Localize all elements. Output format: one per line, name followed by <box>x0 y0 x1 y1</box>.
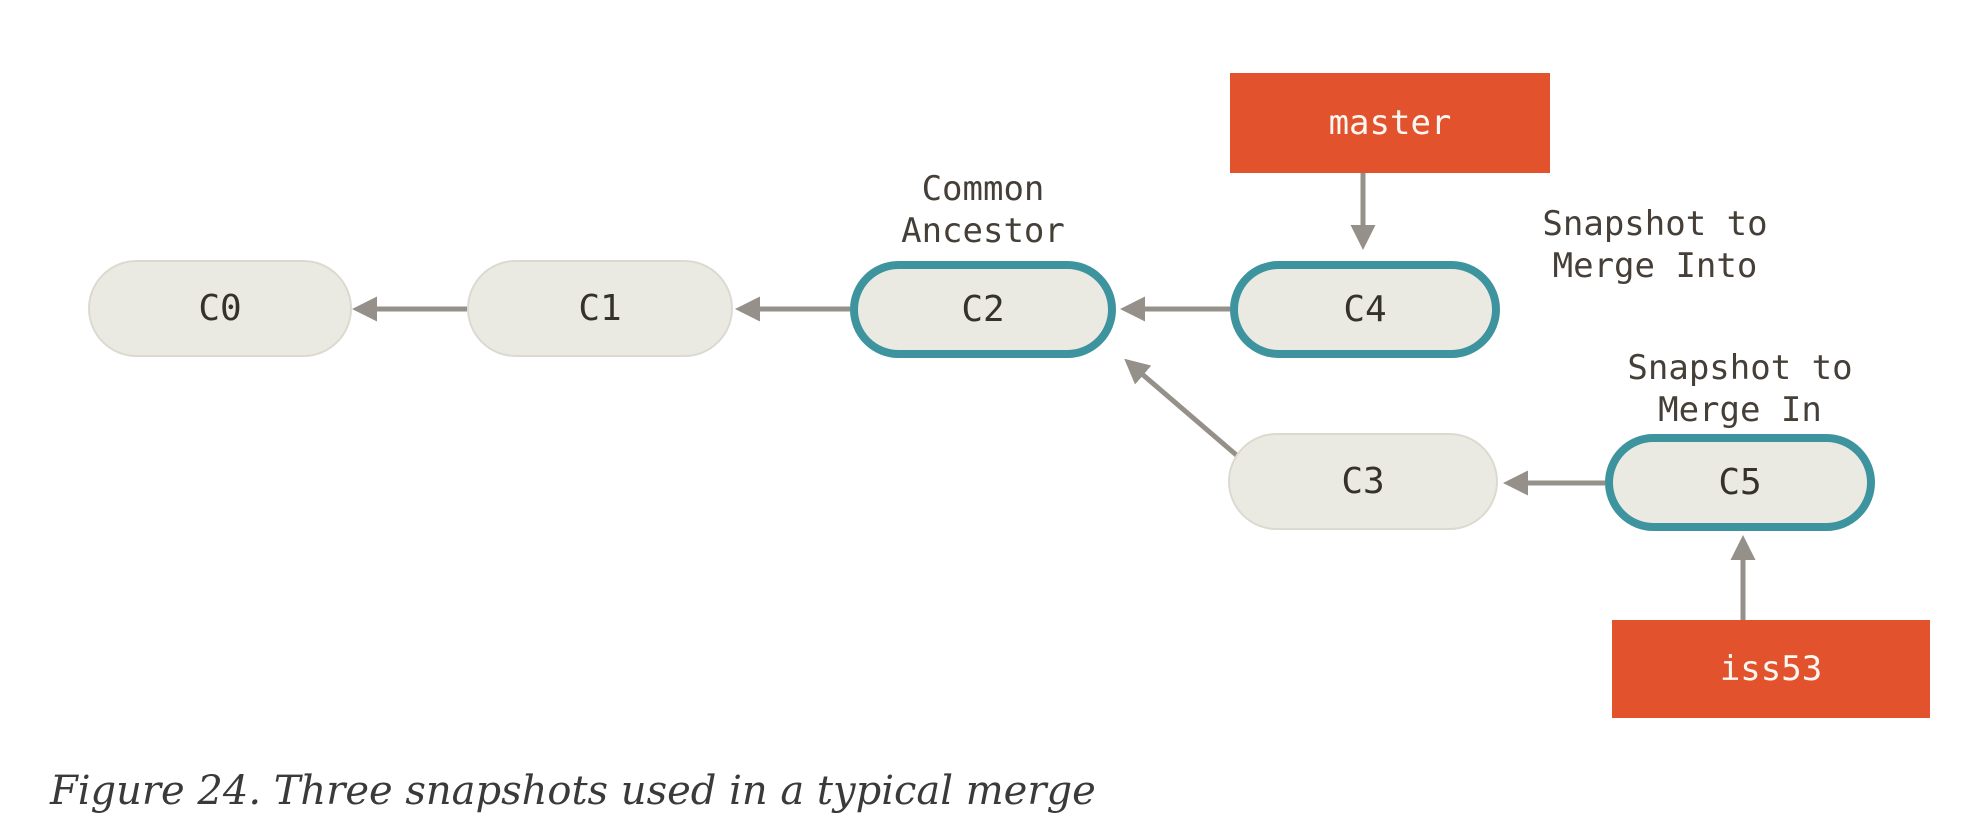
commit-label: C1 <box>578 288 622 329</box>
commit-node-c1: C1 <box>467 260 733 357</box>
figure-caption: Figure 24. Three snapshots used in a typ… <box>50 768 1096 814</box>
annotation-snapshot-to-merge-into: Snapshot to Merge Into <box>1505 203 1805 287</box>
commit-node-c4: C4 <box>1230 261 1500 358</box>
commit-label: C2 <box>961 289 1005 330</box>
commit-node-c3: C3 <box>1228 433 1498 530</box>
annotation-line: Ancestor <box>901 211 1065 251</box>
annotation-line: Common <box>921 169 1045 209</box>
annotation-line: Snapshot to <box>1542 204 1768 244</box>
branch-name: master <box>1328 103 1452 143</box>
commit-node-c0: C0 <box>88 260 352 357</box>
commit-label: C5 <box>1718 462 1762 503</box>
annotation-common-ancestor: Common Ancestor <box>790 168 1176 252</box>
branch-label-master: master <box>1230 73 1550 173</box>
annotation-line: Merge Into <box>1552 246 1758 286</box>
annotation-line: Merge In <box>1658 390 1822 430</box>
branch-label-iss53: iss53 <box>1612 620 1930 718</box>
annotation-snapshot-to-merge-in: Snapshot to Merge In <box>1590 347 1890 431</box>
annotation-line: Snapshot to <box>1627 348 1853 388</box>
branch-name: iss53 <box>1719 649 1823 689</box>
commit-node-c2: C2 <box>850 261 1116 358</box>
commit-label: C3 <box>1341 461 1385 502</box>
commit-label: C4 <box>1343 289 1387 330</box>
commit-node-c5: C5 <box>1605 434 1875 531</box>
commit-label: C0 <box>198 288 242 329</box>
arrow-c3-to-c2-icon <box>1124 358 1250 467</box>
